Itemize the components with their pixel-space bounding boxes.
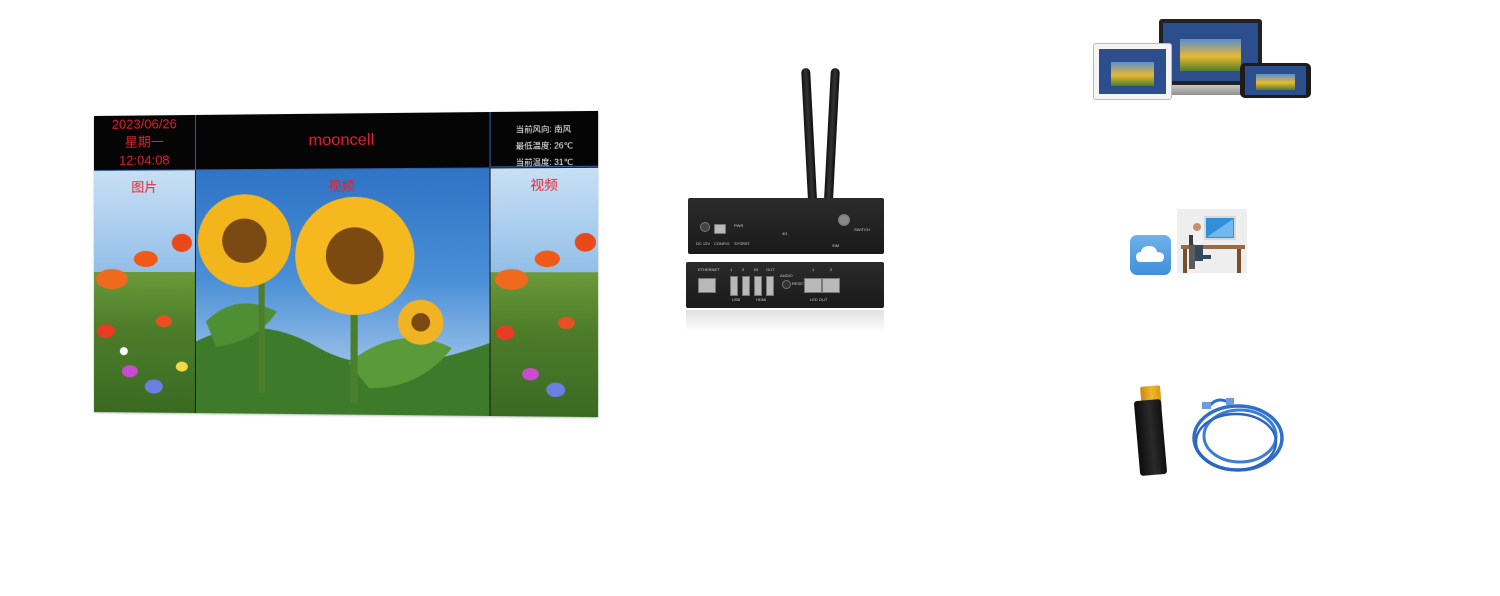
date-text: 2023/06/26 — [94, 115, 195, 134]
antenna-left-icon — [801, 68, 818, 218]
weather-wind: 当前风向: 南风 — [516, 121, 598, 138]
usb-dongle-icon — [1134, 399, 1167, 476]
zone-label-video-right: 视频 — [491, 174, 599, 194]
label-hdmi: HDMI — [756, 298, 766, 302]
usb-port-1-icon — [730, 276, 738, 296]
label-4g: 4G — [782, 232, 787, 236]
sunflower-right — [295, 197, 414, 316]
switch-knob-icon — [838, 214, 850, 226]
poppy-field-image — [94, 170, 195, 413]
led-display-screen: 2023/06/26 星期一 12:04:08 mooncell 当前风向: 南… — [94, 111, 598, 417]
label-pwr: PWR — [734, 224, 743, 228]
tablet-icon — [1093, 43, 1172, 100]
label-ethernet: ETHERNET — [698, 268, 720, 272]
label-sim: SIM — [832, 244, 839, 248]
label-usb: USB — [732, 298, 740, 302]
screen-title: mooncell — [196, 112, 490, 170]
sunflower-left — [198, 194, 291, 287]
controller-front-panel: ETHERNET 1 2 USB IN OUT HDMI AUDIO RESET… — [686, 262, 884, 308]
cloud-icon — [1130, 235, 1171, 275]
zone-video-main: 视频 — [196, 168, 490, 416]
office-worker-icon — [1177, 209, 1247, 273]
label-switch: SWITCH — [854, 228, 870, 232]
hdmi-out-port-icon — [766, 276, 774, 296]
ethernet-port-icon — [698, 278, 716, 293]
led-out-port-1-icon — [804, 278, 822, 293]
antenna-right-icon — [823, 68, 840, 218]
zone-label-video: 视频 — [196, 175, 490, 196]
label-led-2: 2 — [830, 268, 832, 272]
zone-label-picture: 图片 — [94, 176, 195, 196]
usb-port-2-icon — [742, 276, 750, 296]
time-text: 12:04:08 — [94, 151, 195, 170]
sunflower-image — [196, 168, 490, 416]
label-usb-1: 1 — [730, 268, 732, 272]
label-led-1: 1 — [812, 268, 814, 272]
datetime-panel: 2023/06/26 星期一 12:04:08 — [94, 115, 196, 171]
weather-current-temp: 当前温度: 31℃ — [516, 154, 598, 167]
led-out-port-2-icon — [822, 278, 840, 293]
weekday-text: 星期一 — [94, 133, 195, 152]
network-cable-icon — [1188, 388, 1288, 478]
hdmi-in-port-icon — [754, 276, 762, 296]
label-sysrst: SYSRST — [734, 242, 750, 246]
zone-video-side: 视频 — [491, 168, 599, 417]
config-port-icon — [714, 224, 726, 234]
audio-jack-icon — [782, 280, 791, 289]
label-config: CONFIG — [714, 242, 730, 246]
label-out: OUT — [766, 268, 774, 272]
box-reflection — [686, 310, 884, 332]
label-led-out: LED OUT — [810, 298, 827, 302]
label-usb-2: 2 — [742, 268, 744, 272]
dc-jack-icon — [700, 222, 710, 232]
poppy-field-image-right — [491, 168, 599, 417]
label-in: IN — [754, 268, 758, 272]
phone-icon — [1240, 63, 1311, 98]
zone-picture: 图片 — [94, 170, 195, 413]
label-dc: DC 12V — [696, 242, 710, 246]
weather-panel: 当前风向: 南风 最低温度: 26℃ 当前温度: 31℃ — [489, 111, 598, 168]
label-audio: AUDIO — [780, 274, 793, 278]
weather-low-temp: 最低温度: 26℃ — [516, 138, 598, 155]
controller-rear-panel: DC 12V CONFIG PWR SYSRST 4G SWITCH SIM — [688, 198, 884, 254]
